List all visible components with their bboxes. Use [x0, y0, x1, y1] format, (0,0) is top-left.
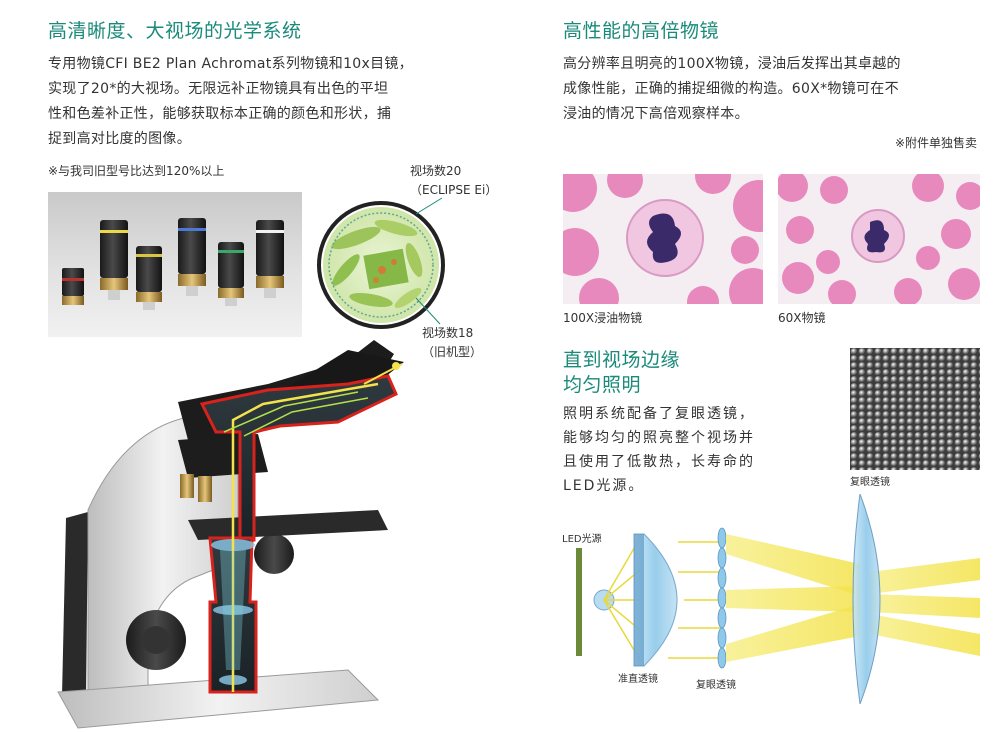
fov-new-model: （ECLIPSE Ei）	[410, 183, 498, 197]
illumination-line-3: 且使用了低散热，长寿命的	[563, 454, 755, 470]
fov20-leader-line	[415, 197, 443, 215]
illumination-diagram	[576, 494, 980, 704]
objectives-photo	[48, 192, 302, 337]
illumination-line-2: 能够均匀的照亮整个视场并	[563, 430, 755, 446]
accessory-note: ※附件单独售卖	[894, 136, 977, 150]
fov-old-model: （旧机型）	[422, 345, 483, 359]
neutrophil-nucleus-60x	[864, 220, 889, 253]
fly-eye-lens-array	[717, 527, 727, 669]
fly-eye-caption: 复眼透镜	[850, 477, 890, 488]
diagram-collimator-label: 准直透镜	[618, 674, 658, 685]
optics-footnote: ※与我司旧型号比达到120%以上	[48, 164, 225, 178]
light-ray-main	[231, 382, 379, 692]
led-board	[576, 548, 582, 656]
illumination-line-1: 照明系统配备了复眼透镜，	[563, 406, 755, 422]
diagram-flyeye-label: 复眼透镜	[696, 680, 736, 691]
section-title-illumination: 直到视场边缘 均匀照明	[563, 348, 680, 398]
neutrophil-nucleus	[647, 213, 681, 263]
high-power-line-1: 高分辨率且明亮的100X物镜，浸油后发挥出其卓越的	[563, 56, 901, 72]
fov18-leader-line	[415, 297, 441, 325]
objective-40x	[178, 218, 206, 296]
fov-new-label: 视场数20 （ECLIPSE Ei）	[410, 162, 497, 200]
objectives-image	[62, 218, 284, 310]
fov-old-number: 视场数18	[422, 326, 474, 340]
high-power-description: 高分辨率且明亮的100X物镜，浸油后发挥出其卓越的 成像性能，正确的捕捉细微的构…	[563, 52, 901, 127]
section-title-high-power: 高性能的高倍物镜	[563, 20, 720, 42]
caption-100x: 100X浸油物镜	[563, 311, 643, 325]
collimator-lens	[633, 533, 678, 667]
fov-new-number: 视场数20	[410, 164, 462, 178]
section-title-optics: 高清晰度、大视场的光学系统	[48, 20, 302, 42]
monitor-panel	[62, 512, 88, 700]
illumination-line-4: LED光源。	[563, 478, 645, 494]
objective-10x	[100, 220, 128, 300]
illumination-title-line-1: 直到视场边缘	[563, 349, 681, 371]
blood-cells-60x-image	[778, 174, 980, 304]
high-power-line-3: 浸油的情况下高倍观察样本。	[563, 106, 749, 122]
objective-100x	[256, 220, 284, 298]
diagram-led-label: LED光源	[562, 534, 602, 545]
optical-path-cutaway	[199, 374, 398, 542]
stage-knob-icon	[254, 534, 294, 574]
condenser-lens	[852, 494, 881, 704]
microscope-illustration	[57, 340, 404, 729]
high-power-line-2: 成像性能，正确的捕捉细微的构造。60X*物镜可在不	[563, 81, 899, 97]
blood-cells-100x-image	[563, 174, 763, 304]
objective-20x	[136, 246, 162, 310]
optics-description: 专用物镜CFI BE2 Plan Achromat系列物镜和10x目镜， 实现了…	[48, 52, 413, 152]
optics-line-1: 专用物镜CFI BE2 Plan Achromat系列物镜和10x目镜，	[48, 56, 413, 72]
optics-line-2: 实现了20*的大视场。无限远补正物镜具有出色的平坦	[48, 81, 389, 97]
field-of-view-diagram	[317, 201, 445, 329]
objective-4x	[62, 268, 84, 305]
illumination-title-line-2: 均匀照明	[563, 374, 642, 396]
fov-old-label: 视场数18 （旧机型）	[422, 324, 482, 362]
microscope-stage	[188, 510, 388, 540]
optics-line-3: 性和色差补正性，能够获取标本正确的颜色和形状，捕	[48, 106, 392, 122]
fly-eye-lens-photo	[850, 348, 980, 470]
objective-60x	[218, 242, 244, 306]
illumination-description: 照明系统配备了复眼透镜， 能够均匀的照亮整个视场并 且使用了低散热，长寿命的 L…	[563, 402, 755, 498]
specimen-cells	[331, 219, 423, 309]
caption-60x: 60X物镜	[778, 311, 826, 325]
optics-line-4: 捉到高对比度的图像。	[48, 131, 191, 147]
